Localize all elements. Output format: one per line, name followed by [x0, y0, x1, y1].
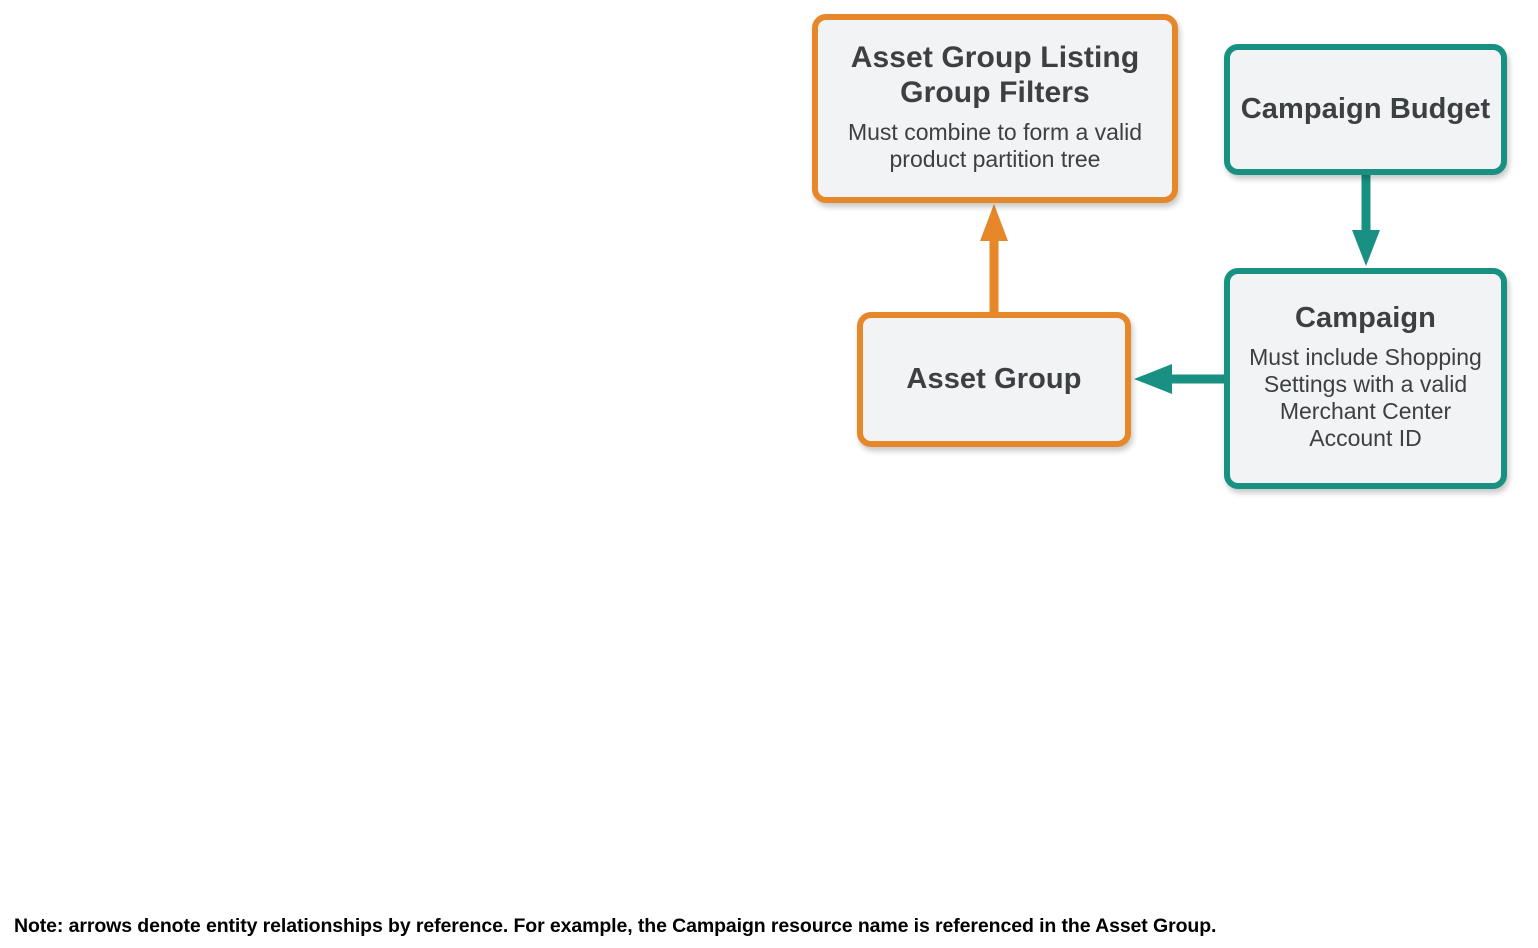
node-title: Campaign Budget: [1240, 93, 1491, 126]
node-title: Campaign: [1295, 302, 1436, 335]
node-title: Asset Group Listing Group Filters: [850, 40, 1140, 110]
arrow-campaign-budget-to-campaign: [1352, 172, 1380, 266]
arrow-head-teal-down: [1352, 230, 1380, 266]
arrow-head-teal-left: [1134, 364, 1172, 394]
node-subtitle: Must combine to form a valid product par…: [847, 119, 1142, 173]
node-asset-group[interactable]: Asset Group: [857, 312, 1131, 447]
arrow-campaign-to-asset-group: [1134, 364, 1228, 394]
node-asset-group-listing-group-filters[interactable]: Asset Group Listing Group Filters Must c…: [812, 14, 1178, 203]
node-subtitle: Must include Shopping Settings with a va…: [1249, 344, 1482, 452]
arrow-asset-group-to-listing-group-filters: [980, 204, 1008, 316]
node-title: Asset Group: [906, 363, 1082, 396]
node-campaign[interactable]: Campaign Must include Shopping Settings …: [1224, 268, 1507, 489]
arrow-head-orange-up: [980, 204, 1008, 241]
node-campaign-budget[interactable]: Campaign Budget: [1224, 44, 1507, 175]
footer-note: Note: arrows denote entity relationships…: [14, 915, 1217, 937]
